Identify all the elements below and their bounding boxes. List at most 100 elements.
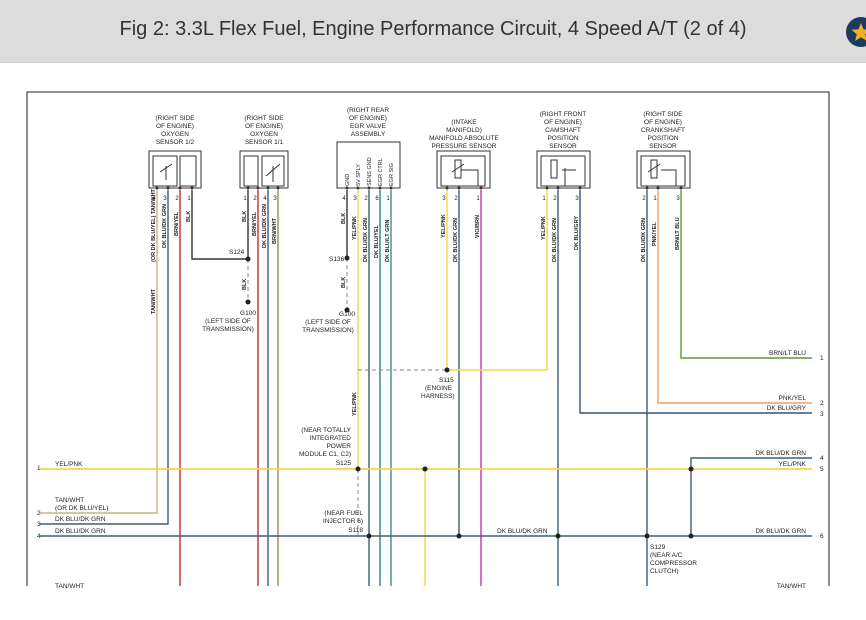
wire-tan-wht [40,190,158,514]
connector-label: DK BLU/DK GRN [755,450,806,457]
splice-s124 [245,256,251,262]
splice-s115 [444,367,450,373]
splice-labels: S124 S136 S115 (ENGINE HARNESS) (NEAR TO… [202,249,697,575]
egr-pin-gnd: GND [345,174,351,186]
star-icon [851,23,866,41]
ground-label: (LEFT SIDE OF [305,319,351,326]
dashed-links [247,258,447,536]
connector-label: DK BLU/DK GRN [755,528,806,535]
wire-label: DK BLU/DK GRN [262,204,268,248]
connector-pin: 2 [820,400,824,407]
oxygen-sensor-1-1 [239,150,289,189]
cmp-label-4: SENSOR [549,143,577,150]
svg-text:3: 3 [442,196,446,202]
connector-label: YEL/PNK [55,461,83,468]
wire-label: DK BLU/DK GRN [552,218,558,262]
component-boxes [148,141,691,189]
egr-pin-5v: 5V SPLY [356,164,362,186]
svg-text:2: 2 [642,196,646,202]
wire-label: BRN/YEL [252,211,258,236]
connector-label: TAN/WHT [777,583,806,590]
splice-dot [422,466,428,472]
wire-label: BLK [242,279,248,290]
o2-11-label-0: (RIGHT SIDE [244,115,284,122]
splice-label: INTEGRATED [310,435,352,442]
egr-label-0: (RIGHT REAR [347,107,389,114]
splice-dot [456,533,462,539]
map-label-2: MANIFOLD ABSOLUTE [429,135,499,142]
wire-dk-blu-gry [579,190,812,414]
wire-label: DK BLU/DK GRN [497,528,548,535]
egr-label-1: OF ENGINE) [349,115,387,122]
right-connectors: BRN/LT BLU PNK/YEL DK BLU/GRY DK BLU/DK … [755,350,824,540]
svg-text:6: 6 [375,196,379,202]
splice-label: S115 [439,377,454,384]
svg-text:1: 1 [476,196,480,202]
wire-label: DK BLU/LT GRN [385,220,391,262]
star-badge-button[interactable] [846,17,866,47]
ckp-label-4: SENSOR [649,143,677,150]
wire-label: DK BLU/YEL [374,224,380,258]
svg-text:2: 2 [253,196,257,202]
connector-pin: 1 [820,355,824,362]
svg-text:3: 3 [163,196,167,202]
connector-pin: 5 [820,466,824,473]
connector-label: BRN/LT BLU [769,350,806,357]
svg-text:3: 3 [353,196,357,202]
connector-label: (OR DK BLU/YEL) [55,505,108,512]
svg-text:1: 1 [386,196,390,202]
connector-label: YEL/PNK [779,461,807,468]
connector-label: DK BLU/DK GRN [55,516,106,523]
splice-label: (ENGINE [425,385,453,392]
wire-label: DK BLU/GRY [574,216,580,250]
connector-label: PNK/YEL [779,395,807,402]
wire-dk-blu-dk-grn [40,190,169,525]
sensor-symbols [152,155,686,187]
splice-dot [555,533,561,539]
o2-12-label-1: OF ENGINE) [156,123,194,130]
splice-label: HARNESS) [421,393,455,400]
svg-text:1: 1 [653,196,657,202]
svg-text:4: 4 [263,196,267,202]
ground-g100 [245,299,251,305]
wire-label: DK BLU/DK GRN [162,204,168,248]
wiring-diagram: (RIGHT SIDE OF ENGINE) OXYGEN SENSOR 1/2… [26,91,830,590]
splice-label: COMPRESSOR [650,560,697,567]
cmp-label-3: POSITION [547,135,578,142]
map-label-3: PRESSURE SENSOR [431,143,496,150]
splice-label: POWER [326,443,351,450]
wire-label: BRN/LT BLU [675,217,681,250]
wire-label: DK BLU/DK GRN [453,218,459,262]
wire-label: PNK/YEL [652,222,658,246]
splice-label: INJECTOR 6) [323,518,363,525]
ckp-label-2: CRANKSHAFT [641,127,685,134]
o2-11-label-2: OXYGEN [250,131,278,138]
connector-pin: 6 [820,533,824,540]
egr-label-3: ASSEMBLY [351,131,386,138]
o2-12-label-0: (RIGHT SIDE [155,115,195,122]
splice-label: S136 [329,256,345,263]
ground-label: G100 [339,311,355,318]
wire-label: BLK [341,277,347,288]
wire-label: (OR DK BLU/YEL) TAN/WHT [151,188,157,262]
svg-text:3: 3 [676,196,680,202]
splice-s136 [344,255,350,261]
splice-label: S125 [336,460,352,467]
svg-text:3: 3 [273,196,277,202]
egr-pin-sens-gnd: SENS GND [367,157,373,186]
splice-dots [245,255,694,539]
splice-s118 [366,533,372,539]
ckp-label-1: OF ENGINE) [644,119,682,126]
wire-label: BLK [242,211,248,222]
connector-pin: 1 [37,465,41,472]
component-labels: (RIGHT SIDE OF ENGINE) OXYGEN SENSOR 1/2… [155,107,685,150]
cmp-label-0: (RIGHT FRONT [540,111,586,118]
page-title: Fig 2: 3.3L Flex Fuel, Engine Performanc… [119,18,747,40]
splice-label: (NEAR A/C [650,552,683,559]
map-label-0: (INTAKE [451,119,477,126]
diagram-frame [26,91,830,586]
connector-label: TAN/WHT [55,497,84,504]
ckp-label-3: POSITION [647,135,678,142]
wire-label: DK BLU/DK GRN [363,218,369,262]
